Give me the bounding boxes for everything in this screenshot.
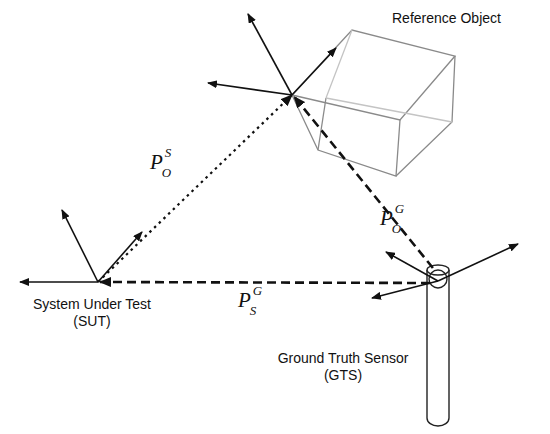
pose-vector [98,95,292,282]
gts-frame-axes [372,244,518,298]
ground-truth-sensor-cylinder [427,265,449,426]
pose-vector [100,282,430,283]
pose-symbol: P [238,290,251,311]
frame-subscript: O [392,222,401,235]
frame-subscript: O [162,166,171,179]
object-frame-axes [208,14,336,95]
object-label-box: Reference Object [292,8,520,95]
frame-superscript: G [253,284,262,297]
pose-symbol: P [150,152,163,173]
pose-vector [294,97,433,268]
frame-subscript: S [250,304,257,317]
sut-frame-axes [20,210,142,282]
frame-superscript: G [395,202,404,215]
pose-symbol: P [380,208,393,229]
sut-label-box: System Under Test (SUT) [22,282,164,338]
node-label: System Under Test (SUT) [22,296,162,330]
gts-label-box: Ground Truth Sensor (GTS) [268,268,438,388]
reference-cube [292,30,455,176]
node-label: Ground Truth Sensor (GTS) [268,350,418,384]
frame-superscript: S [165,146,172,159]
node-label: Reference Object [392,10,501,27]
